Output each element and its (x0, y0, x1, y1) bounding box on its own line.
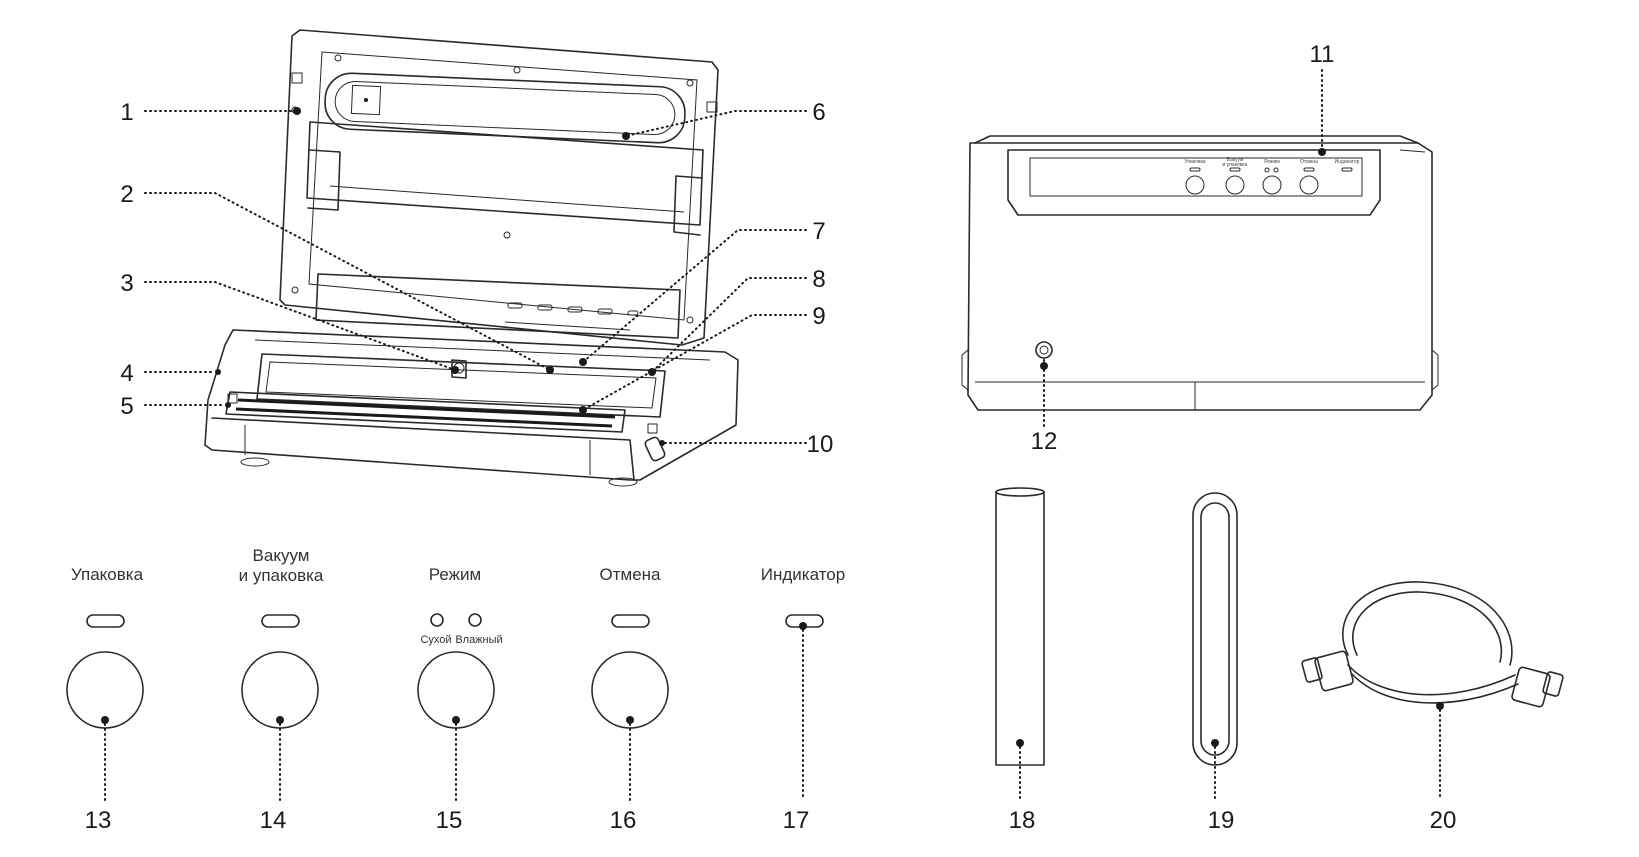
callout-16: 16 (610, 807, 637, 834)
callout-3: 3 (120, 270, 133, 297)
seal-label: Упаковка (71, 565, 144, 584)
callout-5: 5 (120, 393, 133, 420)
leader-lines (104, 69, 1441, 801)
vacuum-seal-label-line1: Вакуум (253, 546, 310, 565)
callout-10: 10 (807, 431, 834, 458)
mini-label-cancel: Отмена (1300, 159, 1318, 165)
mini-cancel-button (1299, 175, 1319, 195)
seal-indicator (86, 614, 125, 628)
mini-mode-dry-led (1264, 167, 1270, 173)
callout-17: 17 (783, 807, 810, 834)
mini-vacuum-seal-indicator (1229, 167, 1241, 172)
mini-label-seal: Упаковка (1184, 159, 1205, 165)
mini-vacuum-seal-button (1225, 175, 1245, 195)
callout-8: 8 (812, 266, 825, 293)
mini-label-vacuum-seal-1: Вакуум (1227, 157, 1244, 163)
mini-mode-moist-led (1273, 167, 1279, 173)
callout-2: 2 (120, 181, 133, 208)
mode-moist-label: Влажный (455, 634, 502, 646)
mini-label-indicator: Индикатор (1335, 159, 1360, 165)
mini-mode-button (1262, 175, 1282, 195)
hose-illustration (1301, 581, 1564, 710)
callout-18: 18 (1009, 807, 1036, 834)
mini-status-led (1341, 167, 1353, 172)
callout-13: 13 (85, 807, 112, 834)
callout-9: 9 (812, 303, 825, 330)
indicator-label: Индикатор (761, 565, 845, 584)
callout-19: 19 (1208, 807, 1235, 834)
callout-12: 12 (1031, 428, 1058, 455)
mini-seal-button (1185, 175, 1205, 195)
roll-cutter-illustration (995, 487, 1045, 766)
vacuum-seal-indicator (261, 614, 300, 628)
callout-15: 15 (436, 807, 463, 834)
callout-numbers: 1 2 3 4 5 6 7 8 9 10 11 12 13 14 15 16 1… (85, 41, 1457, 834)
sealing-strip-illustration (1192, 492, 1238, 766)
vacuum-seal-label-line2: и упаковка (239, 566, 324, 585)
callout-6: 6 (812, 99, 825, 126)
front-device-illustration: Упаковка Вакуум и упаковка Режим Отмена … (961, 135, 1439, 411)
mode-dry-led (430, 613, 444, 627)
callout-7: 7 (812, 218, 825, 245)
mini-label-mode: Режим (1264, 159, 1280, 165)
cancel-label: Отмена (600, 565, 662, 584)
callout-1: 1 (120, 99, 133, 126)
hose-port-icon (1035, 341, 1053, 359)
mini-cancel-indicator (1303, 167, 1315, 172)
control-panel: Упаковка Вакуум и упаковка Режим Сухой В… (66, 546, 845, 729)
callout-11: 11 (1310, 41, 1335, 68)
callout-14: 14 (260, 807, 287, 834)
mini-seal-indicator (1189, 167, 1201, 172)
mode-moist-led (468, 613, 482, 627)
mode-label: Режим (429, 565, 481, 584)
callout-20: 20 (1430, 807, 1457, 834)
open-device-illustration (204, 29, 739, 487)
cancel-indicator (611, 614, 650, 628)
callout-4: 4 (120, 360, 133, 387)
mini-label-vacuum-seal-2: и упаковка (1223, 162, 1248, 168)
mode-dry-label: Сухой (420, 634, 451, 646)
